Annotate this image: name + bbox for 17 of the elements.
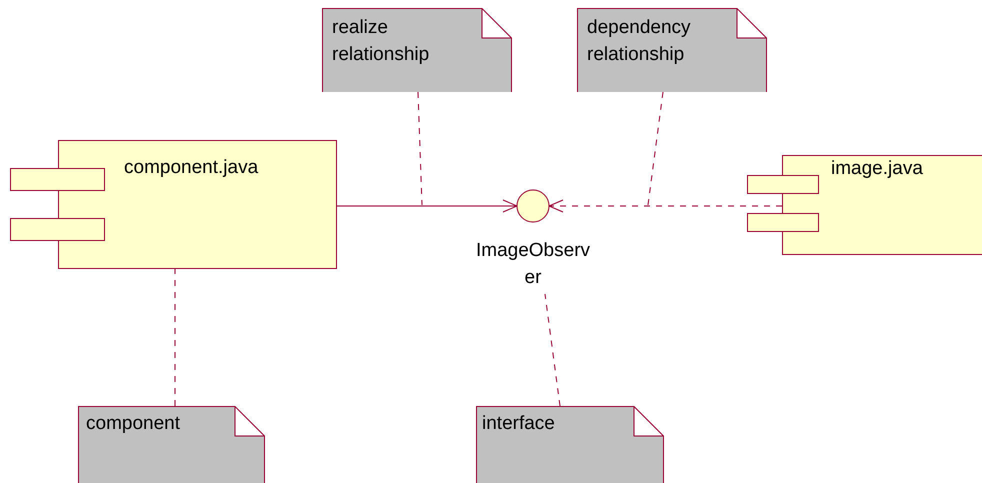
component-name: component.java	[124, 156, 260, 180]
arrow	[548, 200, 782, 212]
note	[322, 8, 512, 92]
note-text: realize relationship	[332, 16, 430, 67]
note-text: dependency relationship	[587, 16, 692, 67]
leader-line	[418, 92, 422, 206]
leader-line	[174, 268, 176, 406]
leader-line	[544, 294, 560, 406]
note-text: interface	[482, 412, 556, 436]
leader-line	[648, 92, 664, 206]
arrow	[336, 200, 518, 212]
note	[577, 8, 767, 92]
note	[476, 406, 664, 483]
interface-name: ImageObserver	[474, 239, 592, 290]
note	[78, 406, 265, 483]
note-text: component	[86, 412, 182, 436]
component-name: image.java	[831, 157, 924, 181]
